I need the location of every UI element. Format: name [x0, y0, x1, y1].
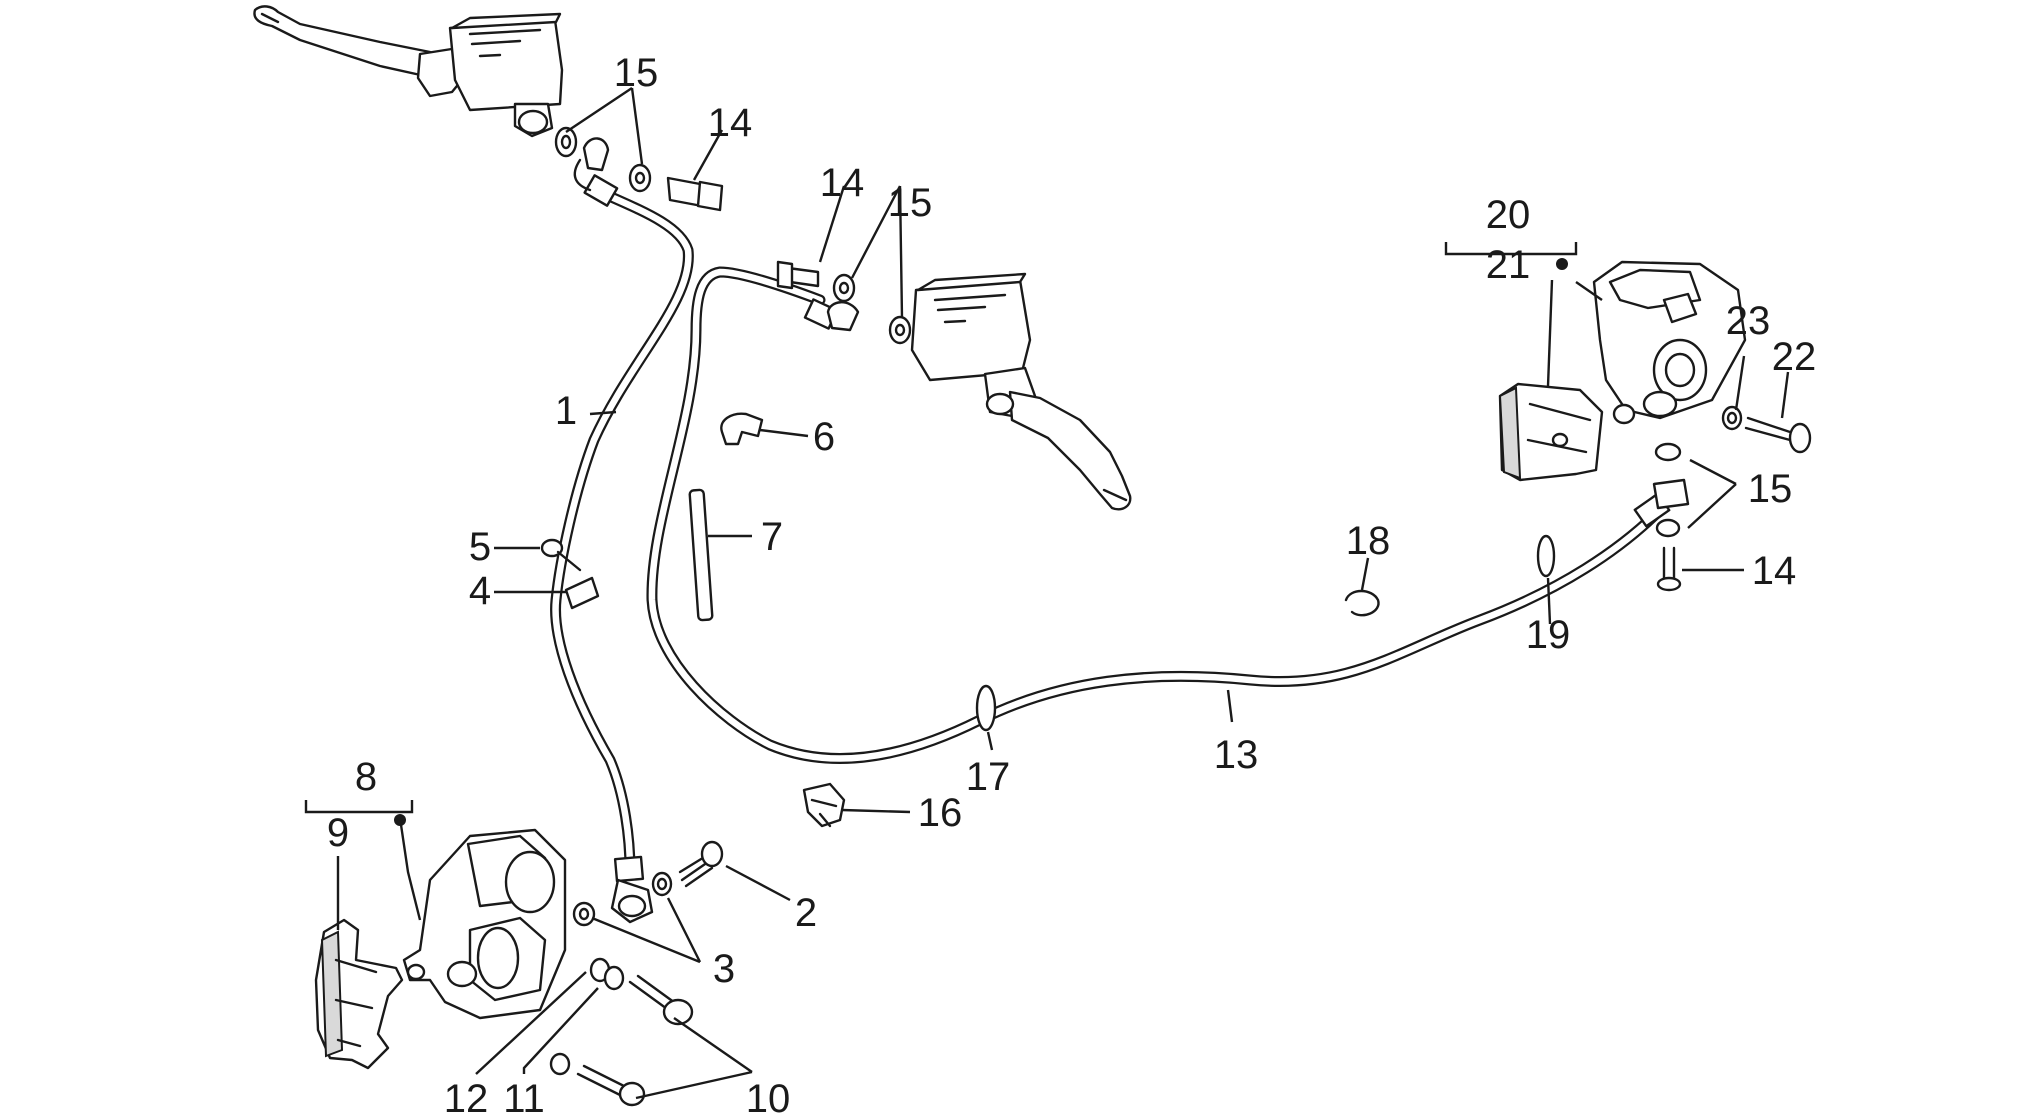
clip-16	[802, 782, 846, 828]
callout-15-middle: 15	[888, 181, 933, 225]
washers-15-middle	[832, 273, 912, 345]
bolt-2	[678, 840, 724, 888]
callout-8: 8	[355, 755, 377, 799]
callout-9: 9	[327, 811, 349, 855]
callout-6: 6	[813, 415, 835, 459]
callout-12: 12	[444, 1077, 489, 1118]
callout-14-middle: 14	[820, 161, 865, 205]
brake-hose-13	[646, 266, 1671, 765]
callout-13: 13	[1214, 733, 1259, 777]
screw-5	[540, 538, 582, 572]
clip-6	[720, 412, 764, 446]
washers-3	[572, 871, 673, 927]
callout-10: 10	[746, 1077, 791, 1118]
callout-labels: 1 2 3 4 5 6 7 8 9 10 11 12 13 14 14 14 1…	[327, 51, 1816, 1118]
callout-16: 16	[918, 791, 963, 835]
callout-14-right: 14	[1752, 549, 1797, 593]
brake-pads-21	[1498, 382, 1604, 482]
hose-guide-19	[1536, 534, 1556, 578]
callout-3: 3	[713, 947, 735, 991]
callout-21: 21	[1486, 243, 1531, 287]
washer-23	[1726, 411, 1738, 425]
front-caliper-8	[402, 828, 567, 1020]
callout-2: 2	[795, 891, 817, 935]
callout-5: 5	[469, 525, 491, 569]
washers-15-top	[554, 126, 652, 193]
callout-18: 18	[1346, 519, 1391, 563]
callout-11: 11	[503, 1077, 545, 1118]
callout-4: 4	[469, 569, 491, 613]
hose-guide-17	[975, 684, 997, 732]
ring-clip-18	[1344, 589, 1380, 617]
brake-hose-1	[550, 158, 694, 924]
callout-23: 23	[1726, 299, 1771, 343]
callout-7: 7	[761, 515, 783, 559]
right-brake-lever-assembly	[910, 272, 1132, 511]
callout-17: 17	[966, 755, 1011, 799]
callout-14-top: 14	[708, 101, 753, 145]
callout-22: 22	[1772, 335, 1817, 379]
callout-1: 1	[555, 389, 577, 433]
banjo-15-14-right	[1652, 442, 1690, 592]
brake-pads-9	[314, 918, 404, 1070]
callout-15-top: 15	[614, 51, 659, 95]
rear-caliper-20	[1592, 260, 1747, 425]
sleeve-7	[688, 488, 714, 622]
clamp-4	[564, 576, 600, 610]
bolt-22	[1721, 405, 1812, 454]
banjo-bolt-14-middle	[776, 260, 820, 290]
leader-lines	[304, 87, 1790, 1100]
banjo-bolt-14-top	[666, 176, 724, 212]
left-brake-lever-assembly	[253, 5, 564, 138]
washers-11-12	[549, 957, 625, 1076]
callout-15-right: 15	[1748, 467, 1793, 511]
callout-20: 20	[1486, 193, 1531, 237]
bolts-10	[576, 974, 694, 1107]
callout-19: 19	[1526, 613, 1571, 657]
